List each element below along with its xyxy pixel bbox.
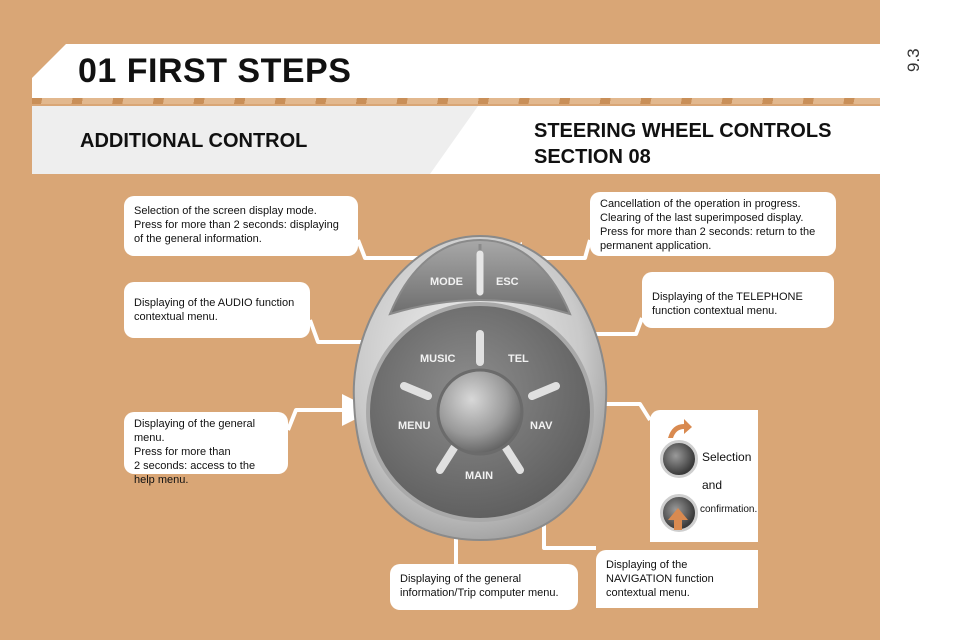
title-band [32, 44, 880, 98]
legend-and: and [702, 478, 723, 492]
note-mode: Selection of the screen display mode. Pr… [124, 196, 358, 256]
note-line: NAVIGATION function [606, 573, 714, 585]
rotate-arrow-icon [668, 419, 692, 438]
section-heading-steering-wheel: STEERING WHEEL CONTROLS SECTION 08 [534, 118, 831, 170]
note-line: Press for more than [134, 446, 231, 458]
legend-selection: Selection [702, 450, 752, 464]
note-tel: Displaying of the TELEPHONE function con… [642, 272, 834, 328]
section-heading-line: SECTION 08 [534, 146, 651, 168]
esc-button[interactable]: ESC [496, 276, 519, 288]
page-title: 01 FIRST STEPS [78, 52, 352, 90]
nav-button[interactable]: NAV [530, 420, 553, 432]
note-line: contextual menu. [134, 311, 218, 323]
note-line: information/Trip computer menu. [400, 587, 559, 599]
music-button[interactable]: MUSIC [420, 353, 456, 365]
note-line: contextual menu. [606, 587, 690, 599]
note-line: 2 seconds: access to the [134, 460, 256, 472]
note-line: Press for more than 2 seconds: return to… [600, 226, 816, 238]
section-band-left [32, 106, 478, 174]
note-line: permanent application. [600, 240, 712, 252]
side-strip [880, 0, 960, 640]
mode-button[interactable]: MODE [430, 276, 463, 288]
tel-button[interactable]: TEL [508, 353, 529, 365]
rotary-knob-icon [660, 440, 698, 478]
note-line: Press for more than 2 seconds: displayin… [134, 219, 339, 231]
connector-menu [286, 394, 374, 431]
note-music: Displaying of the AUDIO function context… [124, 282, 310, 338]
decorative-stripe [32, 98, 880, 104]
note-nav: Displaying of the NAVIGATION function co… [596, 550, 758, 608]
section-heading-additional-control: ADDITIONAL CONTROL [80, 130, 308, 152]
center-knob [436, 368, 524, 456]
note-esc: Cancellation of the operation in progres… [590, 192, 836, 256]
note-line: help menu. [134, 474, 189, 486]
note-line: Displaying of the [606, 559, 688, 571]
legend-confirmation: confirmation. [700, 504, 758, 515]
note-main: Displaying of the general information/Tr… [390, 564, 578, 610]
note-line: function contextual menu. [652, 305, 778, 317]
section-heading-line: STEERING WHEEL CONTROLS [534, 120, 832, 142]
note-line: Displaying of the AUDIO function [134, 297, 295, 309]
note-line: Cancellation of the operation in progres… [600, 198, 801, 210]
note-line: Displaying of the general [400, 573, 522, 585]
menu-button[interactable]: MENU [398, 420, 431, 432]
section-band-right [430, 106, 880, 174]
note-line: Selection of the screen display mode. [134, 205, 317, 217]
note-line: Displaying of the general menu. [134, 418, 256, 444]
note-line: of the general information. [134, 233, 262, 245]
note-line: Displaying of the TELEPHONE [652, 291, 803, 303]
press-arrow-icon [668, 508, 688, 530]
note-menu: Displaying of the general menu. Press fo… [124, 412, 288, 486]
note-line: Clearing of the last superimposed displa… [600, 212, 804, 224]
main-button[interactable]: MAIN [465, 470, 494, 482]
ring-spokes [400, 330, 560, 474]
